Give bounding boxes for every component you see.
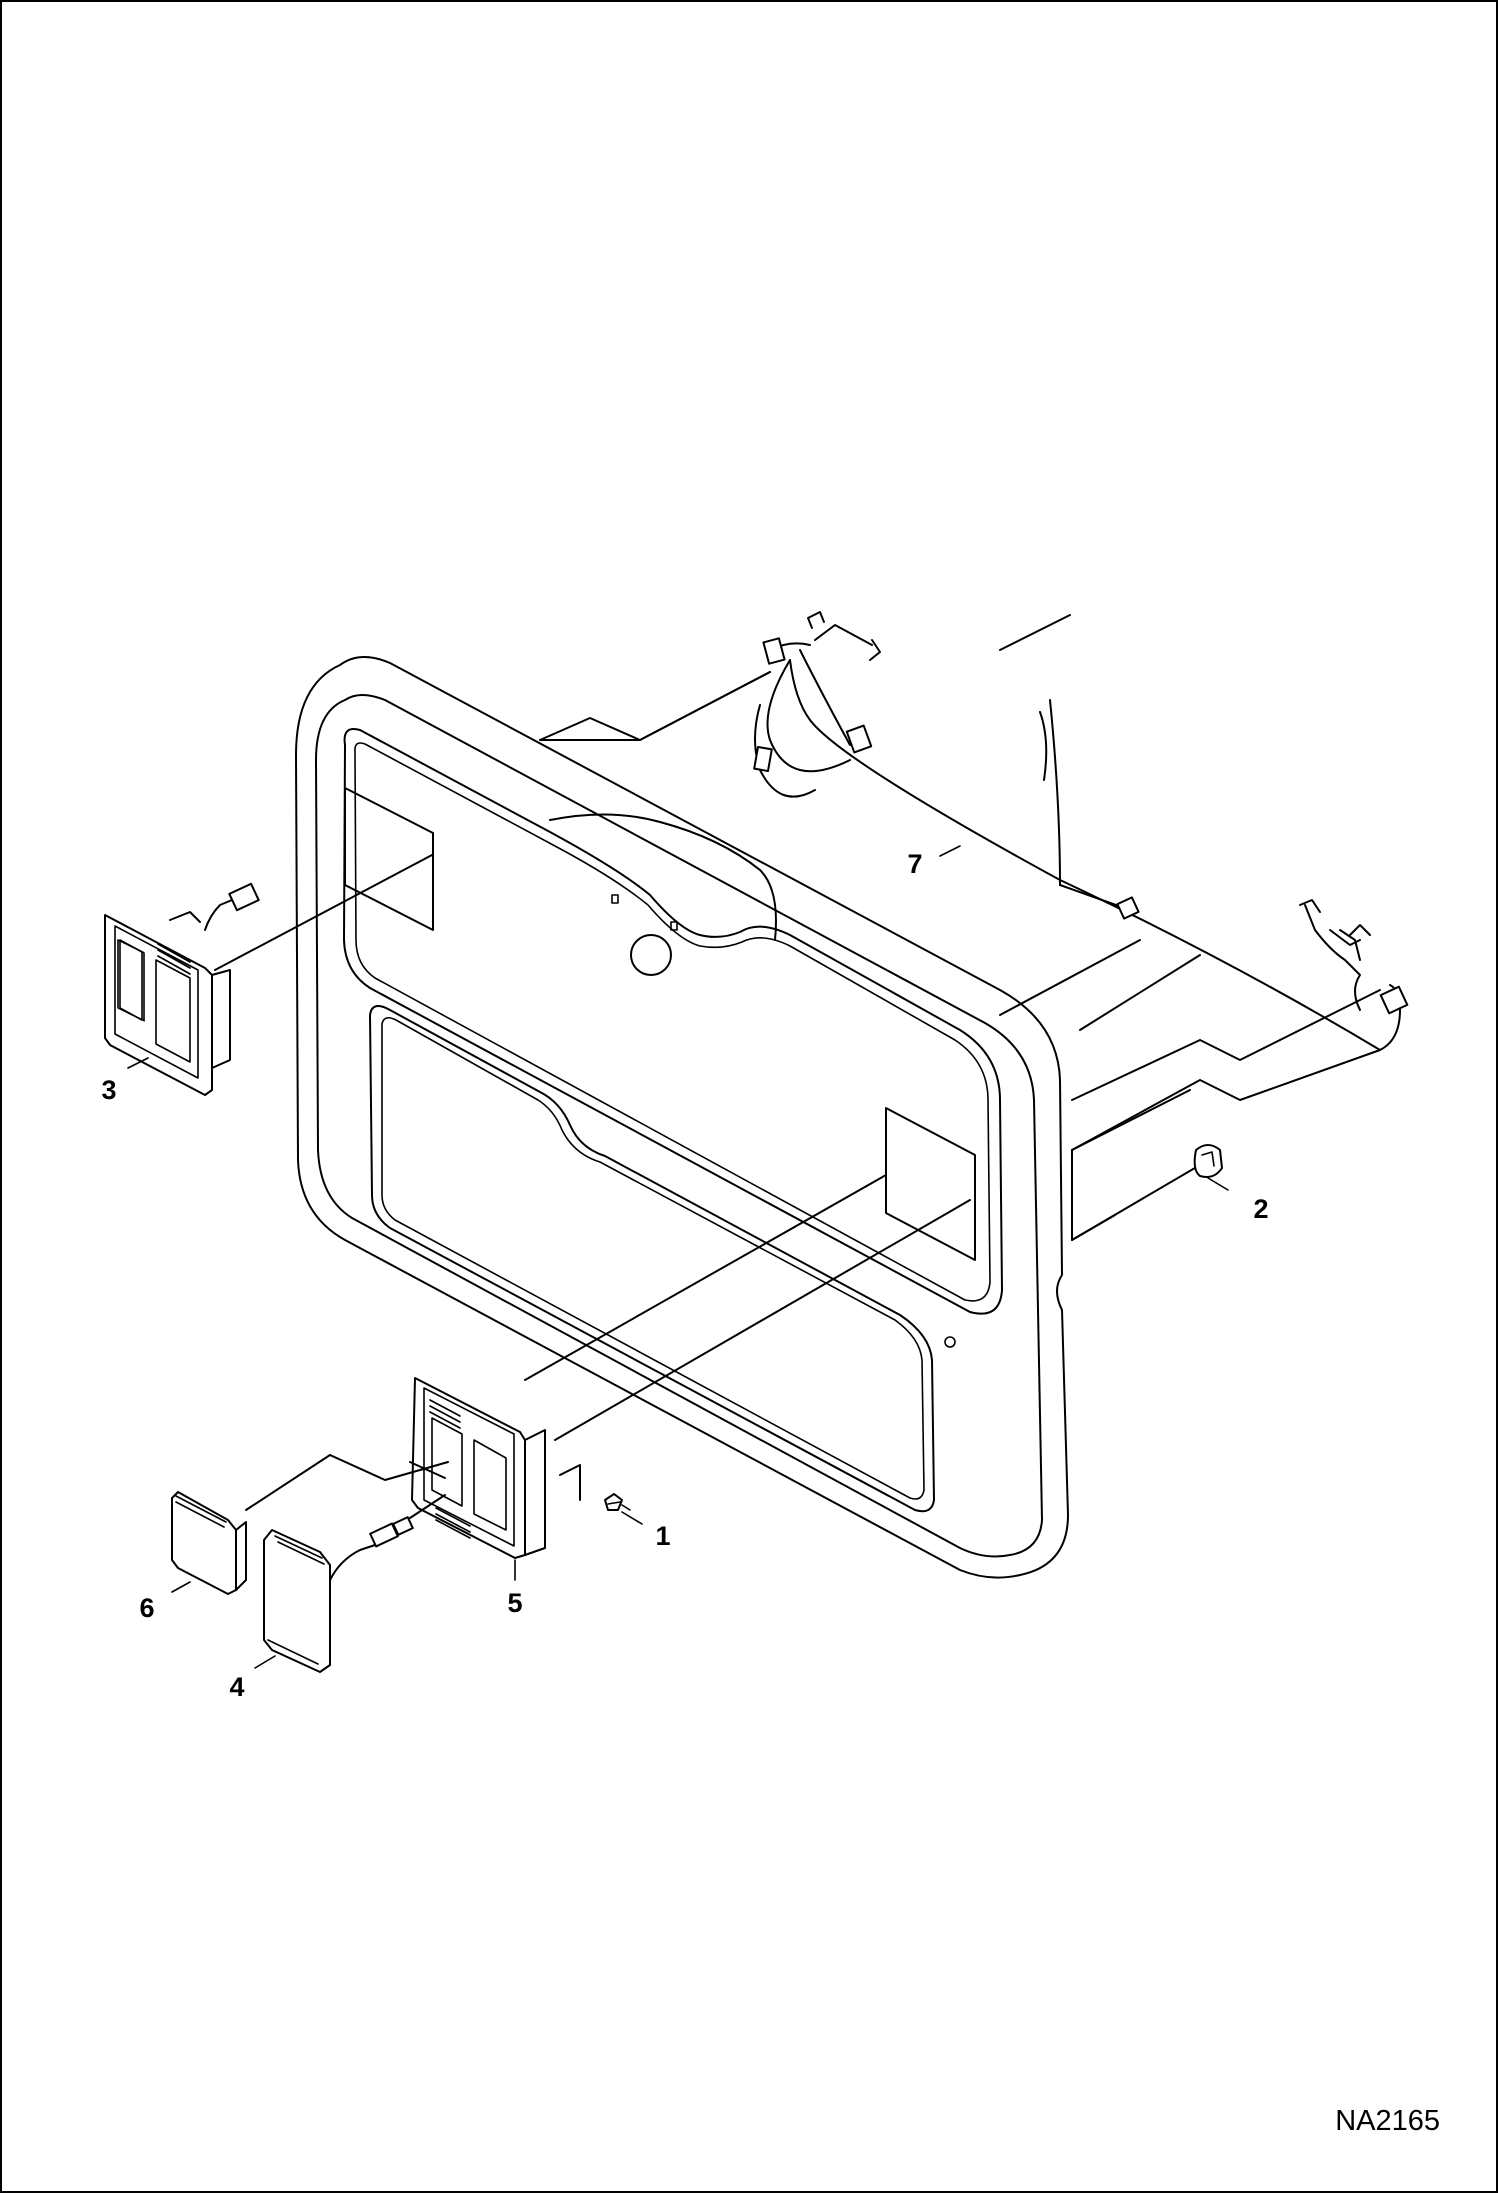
wiring-harness [539, 611, 1409, 1151]
switch-module-part-4 [263, 1494, 446, 1673]
rocker-switch-part-6 [171, 1454, 449, 1595]
switch-assembly-part-5 [409, 1174, 971, 1559]
callout-leaders [127, 845, 1229, 1669]
callout-2: 2 [1253, 1194, 1268, 1224]
callout-labels: 1 2 3 4 5 6 7 [101, 849, 1268, 1702]
callout-5: 5 [507, 1588, 522, 1618]
fastener-part-1 [604, 1493, 631, 1511]
switch-assembly-part-3 [104, 854, 433, 1096]
figure-id: NA2165 [1335, 2105, 1440, 2137]
callout-4: 4 [229, 1672, 244, 1702]
callout-3: 3 [101, 1075, 116, 1105]
callout-6: 6 [139, 1593, 154, 1623]
callout-7: 7 [907, 849, 922, 879]
clip-part-2 [1071, 1144, 1223, 1241]
callout-1: 1 [655, 1521, 670, 1551]
